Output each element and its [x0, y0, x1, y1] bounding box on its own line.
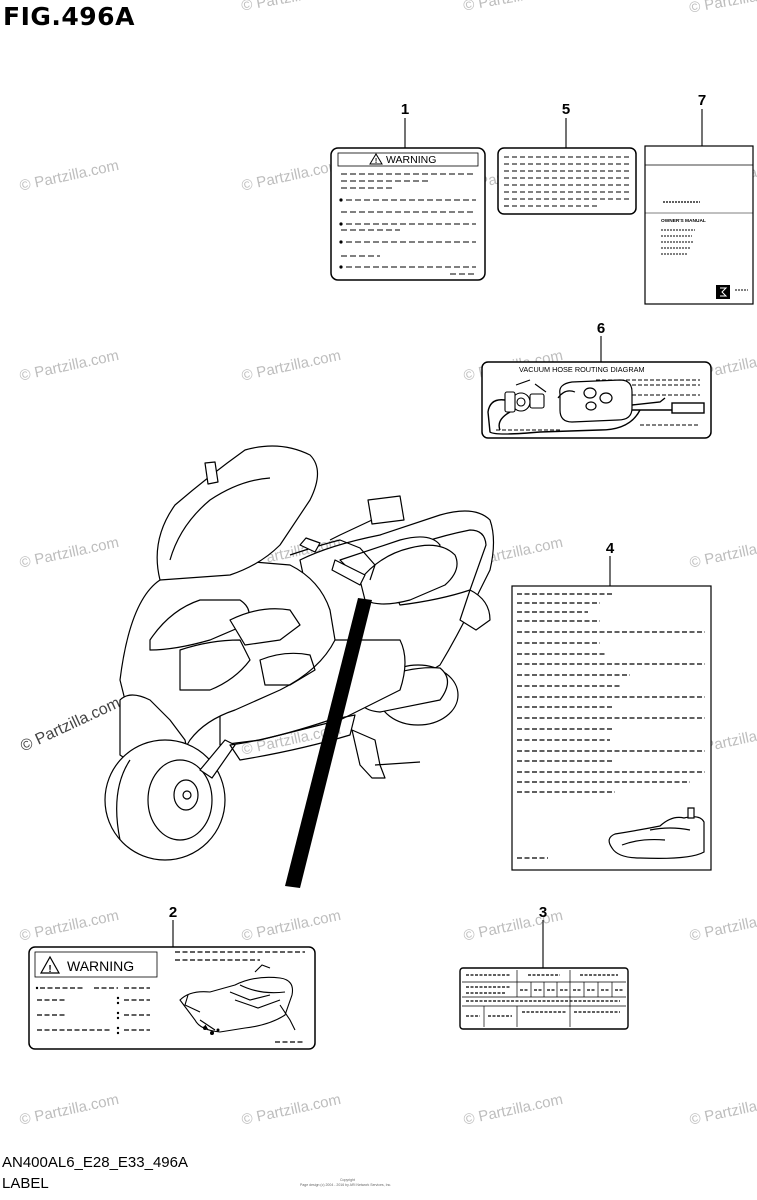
- callout-number-5: 5: [562, 101, 570, 118]
- manual-title: OWNER'S MANUAL: [661, 218, 706, 224]
- diagram-caption: LABEL: [2, 1175, 49, 1192]
- label-2-warning: ! WARNING: [28, 946, 316, 1050]
- label-3-spec-table: [459, 967, 629, 1030]
- pointer-wedge: [285, 598, 372, 888]
- callout-number-6: 6: [597, 320, 605, 337]
- label-4-info: [511, 585, 712, 871]
- svg-text:!: !: [48, 964, 51, 975]
- callout-number-1: 1: [401, 101, 409, 118]
- callout-number-3: 3: [539, 904, 547, 921]
- label-1-warning: ! WARNING: [330, 147, 486, 281]
- label-7-owners-manual: OWNER'S MANUAL: [644, 145, 754, 305]
- vacuum-title: VACUUM HOSE ROUTING DIAGRAM: [519, 365, 645, 374]
- callout-lines: [172, 109, 703, 968]
- label-6-vacuum-hose: VACUUM HOSE ROUTING DIAGRAM: [481, 361, 712, 439]
- svg-text:!: !: [375, 158, 377, 165]
- callout-number-7: 7: [698, 92, 706, 109]
- scooter-illustration: [104, 445, 495, 861]
- callout-number-4: 4: [606, 540, 615, 557]
- warning-text: WARNING: [386, 154, 436, 166]
- callout-number-2: 2: [169, 904, 177, 921]
- footer-copyright: Copyright: [340, 1178, 355, 1182]
- figure-title: FIG.496A: [3, 2, 135, 31]
- warning-text: WARNING: [67, 958, 134, 974]
- footer-credit: Page design (c) 2004 - 2016 by ARI Netwo…: [300, 1183, 392, 1187]
- diagram-code: AN400AL6_E28_E33_496A: [2, 1154, 188, 1171]
- label-5: [497, 147, 637, 215]
